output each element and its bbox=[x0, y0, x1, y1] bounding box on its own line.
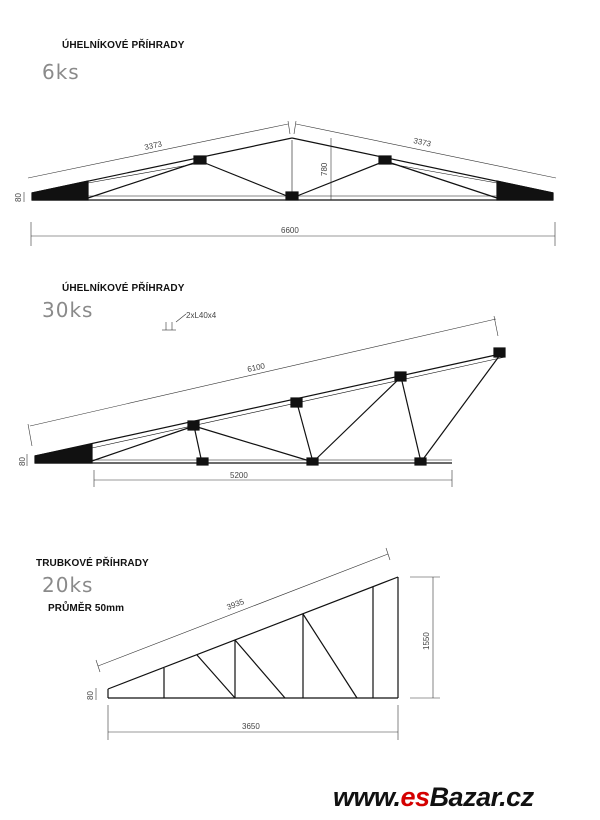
truss2-profile: 2xL40x4 bbox=[186, 311, 217, 320]
esbazar-watermark[interactable]: www.esBazar.cz bbox=[333, 782, 534, 813]
watermark-brand-red: es bbox=[400, 782, 431, 812]
truss2-title: ÚHELNÍKOVÉ PŘÍHRADY bbox=[62, 283, 185, 294]
truss3-diameter: PRŮMĚR 50mm bbox=[48, 603, 125, 614]
truss2-gusset bbox=[394, 371, 407, 382]
truss3-drawing bbox=[107, 576, 399, 699]
truss3-diagonal bbox=[196, 654, 236, 699]
truss2-dim-end-height: 80 bbox=[18, 457, 27, 466]
truss2-gusset bbox=[196, 457, 209, 466]
truss2-top-chord bbox=[34, 352, 506, 457]
truss1-web bbox=[87, 160, 201, 199]
truss1-dimensions bbox=[23, 120, 557, 246]
truss1-dim-right-rafter: 3373 bbox=[413, 136, 433, 149]
truss2-gusset bbox=[414, 457, 427, 466]
truss1-web bbox=[384, 160, 498, 199]
truss1-drawing bbox=[31, 137, 554, 201]
truss3-dim-span: 3650 bbox=[242, 722, 260, 731]
truss2-web bbox=[400, 376, 422, 463]
truss2-web bbox=[296, 402, 314, 463]
truss1-quantity: 6ks bbox=[42, 60, 80, 84]
truss1-gusset bbox=[285, 191, 299, 201]
truss1-title: ÚHELNÍKOVÉ PŘÍHRADY bbox=[62, 40, 185, 51]
truss1-heel-left bbox=[31, 180, 89, 201]
truss3-title: TRUBKOVÉ PŘÍHRADY bbox=[36, 558, 149, 569]
truss2-heel bbox=[34, 443, 93, 464]
truss1-dim-end-height: 80 bbox=[14, 193, 23, 202]
truss1-heel-right bbox=[496, 180, 554, 201]
truss2-web bbox=[312, 376, 402, 463]
watermark-suffix: .cz bbox=[499, 782, 534, 812]
truss3-top-chord bbox=[107, 576, 399, 690]
truss2-dim-top-chord: 6100 bbox=[246, 361, 266, 374]
truss2-web bbox=[91, 425, 195, 462]
truss1-web bbox=[199, 160, 293, 199]
truss2-drawing bbox=[34, 347, 506, 466]
truss1-dim-left-rafter: 3373 bbox=[144, 139, 164, 152]
truss2-dim-bottom-chord: 5200 bbox=[230, 471, 248, 480]
truss3-diagonal bbox=[302, 613, 358, 699]
truss3-quantity: 20ks bbox=[42, 573, 94, 597]
truss3-dimensions bbox=[95, 547, 440, 740]
truss2-web bbox=[420, 354, 501, 463]
truss1-dim-height: 780 bbox=[320, 162, 329, 176]
truss2-web bbox=[193, 425, 314, 463]
truss3-dim-top-chord: 3935 bbox=[225, 597, 245, 612]
truss1-dim-span: 6600 bbox=[281, 226, 299, 235]
truss1-gusset bbox=[378, 155, 392, 165]
truss2-dimensions bbox=[26, 313, 499, 487]
truss3-dim-height: 1550 bbox=[422, 632, 431, 650]
truss1-gusset bbox=[193, 155, 207, 165]
truss2-gusset bbox=[306, 457, 319, 466]
truss2-web bbox=[193, 425, 203, 464]
truss1-web-inner bbox=[384, 162, 498, 184]
truss2-gusset bbox=[187, 420, 200, 431]
truss2-gusset bbox=[290, 397, 303, 408]
truss3-diagonal bbox=[234, 639, 286, 699]
truss1-web bbox=[291, 160, 386, 199]
truss1-web-inner bbox=[87, 162, 201, 184]
truss2-quantity: 30ks bbox=[42, 298, 94, 322]
truss3-dim-end-height: 80 bbox=[86, 691, 95, 700]
truss2-gusset bbox=[493, 347, 506, 358]
watermark-brand: Bazar bbox=[429, 782, 500, 812]
watermark-prefix: www. bbox=[333, 782, 401, 812]
